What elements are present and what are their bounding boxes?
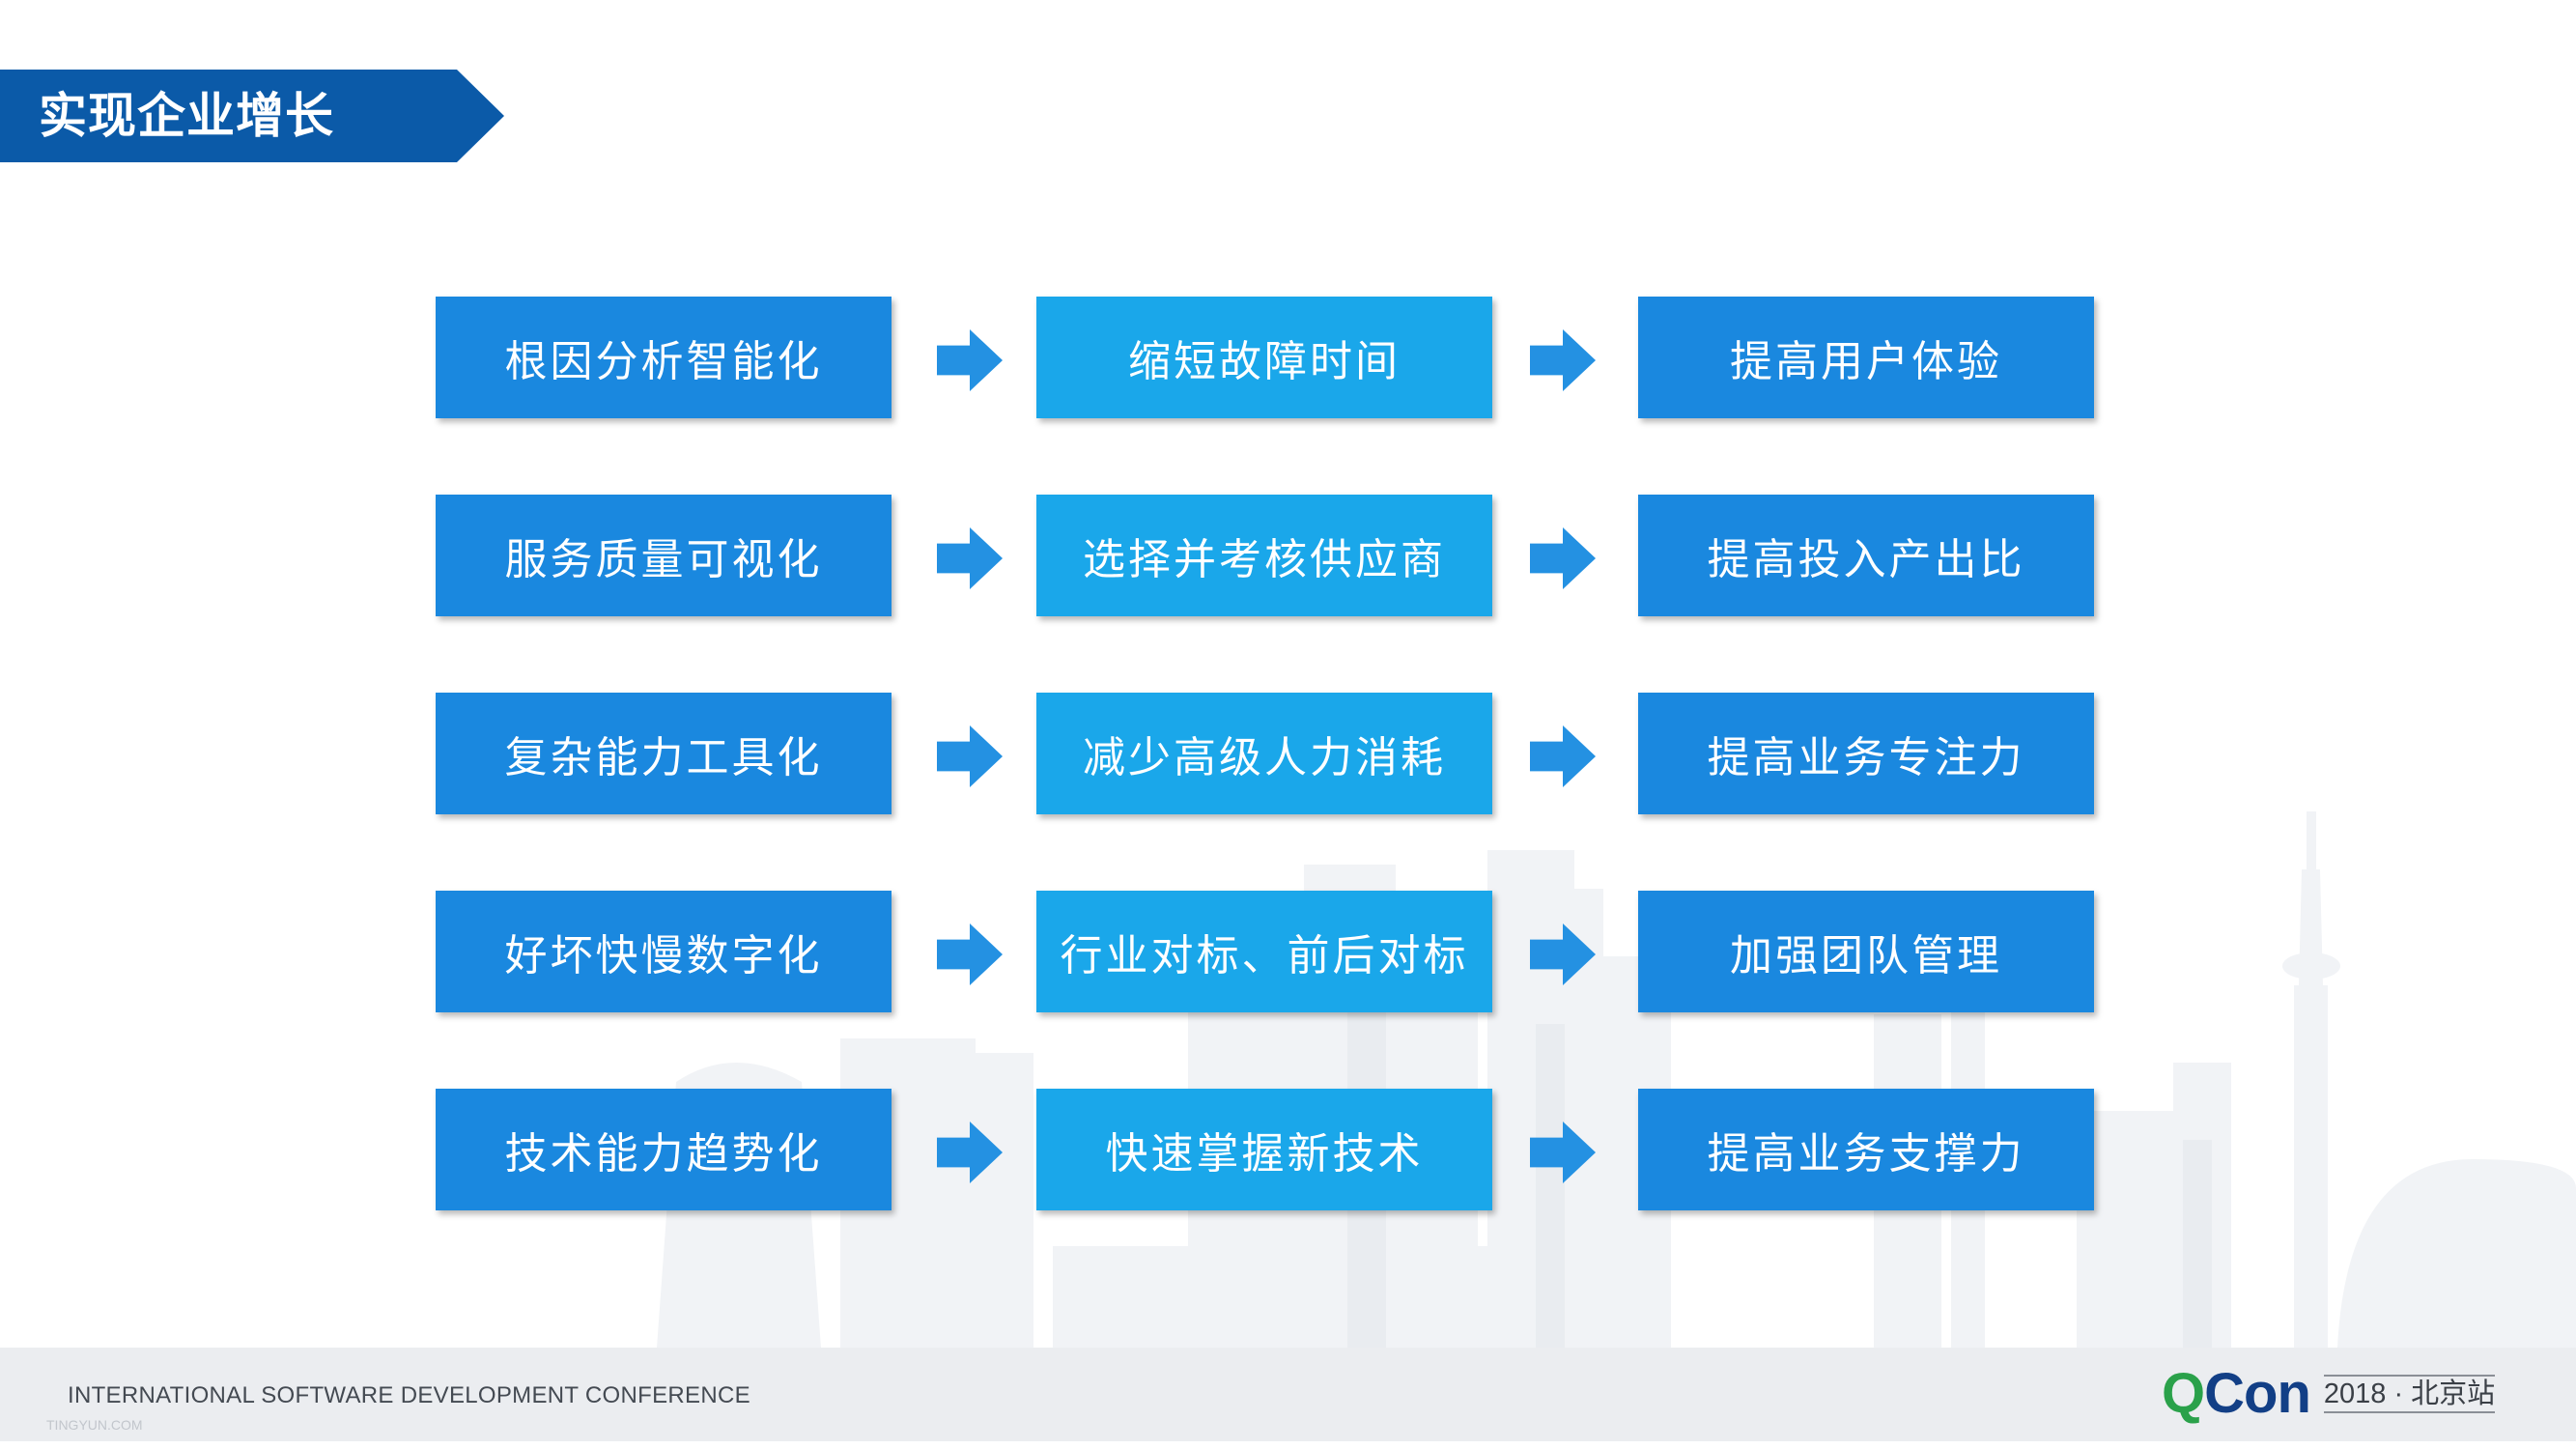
title-banner: 实现企业增长 [0,70,504,162]
outcome-box: 提高业务支撑力 [1638,1089,2094,1210]
right-arrow-icon [937,329,1003,391]
outcome-box: 提高投入产出比 [1638,495,2094,616]
watermark-text: TINGYUN.COM [46,1417,143,1433]
right-arrow-icon [937,923,1003,985]
cause-box: 好坏快慢数字化 [436,891,892,1012]
qcon-logo: QCon [2162,1362,2311,1425]
qcon-brand: QCon 2018 · 北京站 [2162,1362,2496,1425]
right-arrow-icon [937,1122,1003,1183]
flow-row-2: 服务质量可视化 选择并考核供应商 提高投入产出比 [0,495,2576,616]
flow-row-5: 技术能力趋势化 快速掌握新技术 提高业务支撑力 [0,1089,2576,1210]
conference-name: INTERNATIONAL SOFTWARE DEVELOPMENT CONFE… [68,1382,750,1408]
page-title: 实现企业增长 [39,88,334,144]
cause-box: 服务质量可视化 [436,495,892,616]
right-arrow-icon [1530,329,1596,391]
edition-label: 2018 · 北京站 [2323,1375,2496,1413]
flow-row-1: 根因分析智能化 缩短故障时间 提高用户体验 [0,297,2576,418]
cause-box: 复杂能力工具化 [436,693,892,814]
outcome-box: 提高用户体验 [1638,297,2094,418]
effect-box: 快速掌握新技术 [1036,1089,1492,1210]
cause-box: 技术能力趋势化 [436,1089,892,1210]
footer-divider [0,1441,2576,1449]
right-arrow-icon [937,725,1003,787]
effect-box: 选择并考核供应商 [1036,495,1492,616]
effect-box: 减少高级人力消耗 [1036,693,1492,814]
right-arrow-icon [1530,725,1596,787]
cause-box: 根因分析智能化 [436,297,892,418]
right-arrow-icon [1530,1122,1596,1183]
right-arrow-icon [1530,527,1596,589]
footer-bar: INTERNATIONAL SOFTWARE DEVELOPMENT CONFE… [0,1348,2576,1449]
right-arrow-icon [937,527,1003,589]
flow-row-4: 好坏快慢数字化 行业对标、前后对标 加强团队管理 [0,891,2576,1012]
outcome-box: 提高业务专注力 [1638,693,2094,814]
effect-box: 行业对标、前后对标 [1036,891,1492,1012]
outcome-box: 加强团队管理 [1638,891,2094,1012]
qcon-logo-con: Con [2204,1362,2311,1425]
flow-row-3: 复杂能力工具化 减少高级人力消耗 提高业务专注力 [0,693,2576,814]
effect-box: 缩短故障时间 [1036,297,1492,418]
qcon-logo-q: Q [2162,1362,2205,1425]
right-arrow-icon [1530,923,1596,985]
